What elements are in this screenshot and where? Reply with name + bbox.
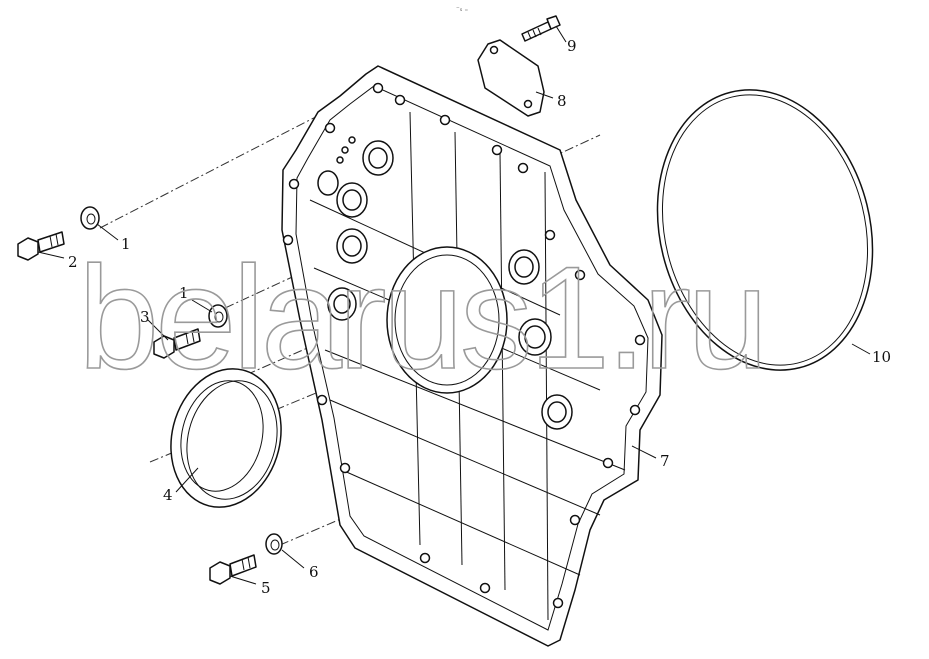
- callout-1-upper: 1: [121, 235, 131, 253]
- seal-ring: [170, 368, 282, 508]
- housing-plate: [281, 65, 663, 647]
- callout-3: 3: [140, 308, 150, 326]
- callout-4: 4: [163, 486, 173, 504]
- callout-5: 5: [261, 579, 271, 597]
- callout-7: 7: [660, 452, 670, 470]
- bolt-lower: [209, 554, 257, 585]
- callout-8: 8: [557, 92, 567, 110]
- header-mark: ⁻ₛ ₌: [456, 5, 469, 13]
- callout-1-middle: 1: [179, 284, 189, 302]
- small-cover-plate: [477, 39, 545, 117]
- callout-6: 6: [309, 563, 319, 581]
- washer-middle: [208, 304, 228, 328]
- callouts: 1 2 1 3 4 5 6 7 8 9 10: [68, 37, 891, 597]
- leader-lines: [37, 25, 871, 585]
- bolt-upper: [17, 231, 65, 261]
- watermark: belarus1.ru: [78, 236, 764, 399]
- callout-10: 10: [872, 348, 891, 366]
- callout-2: 2: [68, 253, 78, 271]
- washer-upper: [80, 206, 100, 230]
- o-ring: [656, 89, 874, 371]
- cover-bolt: [521, 15, 561, 42]
- callout-9: 9: [567, 37, 577, 55]
- washer-lower: [265, 533, 283, 555]
